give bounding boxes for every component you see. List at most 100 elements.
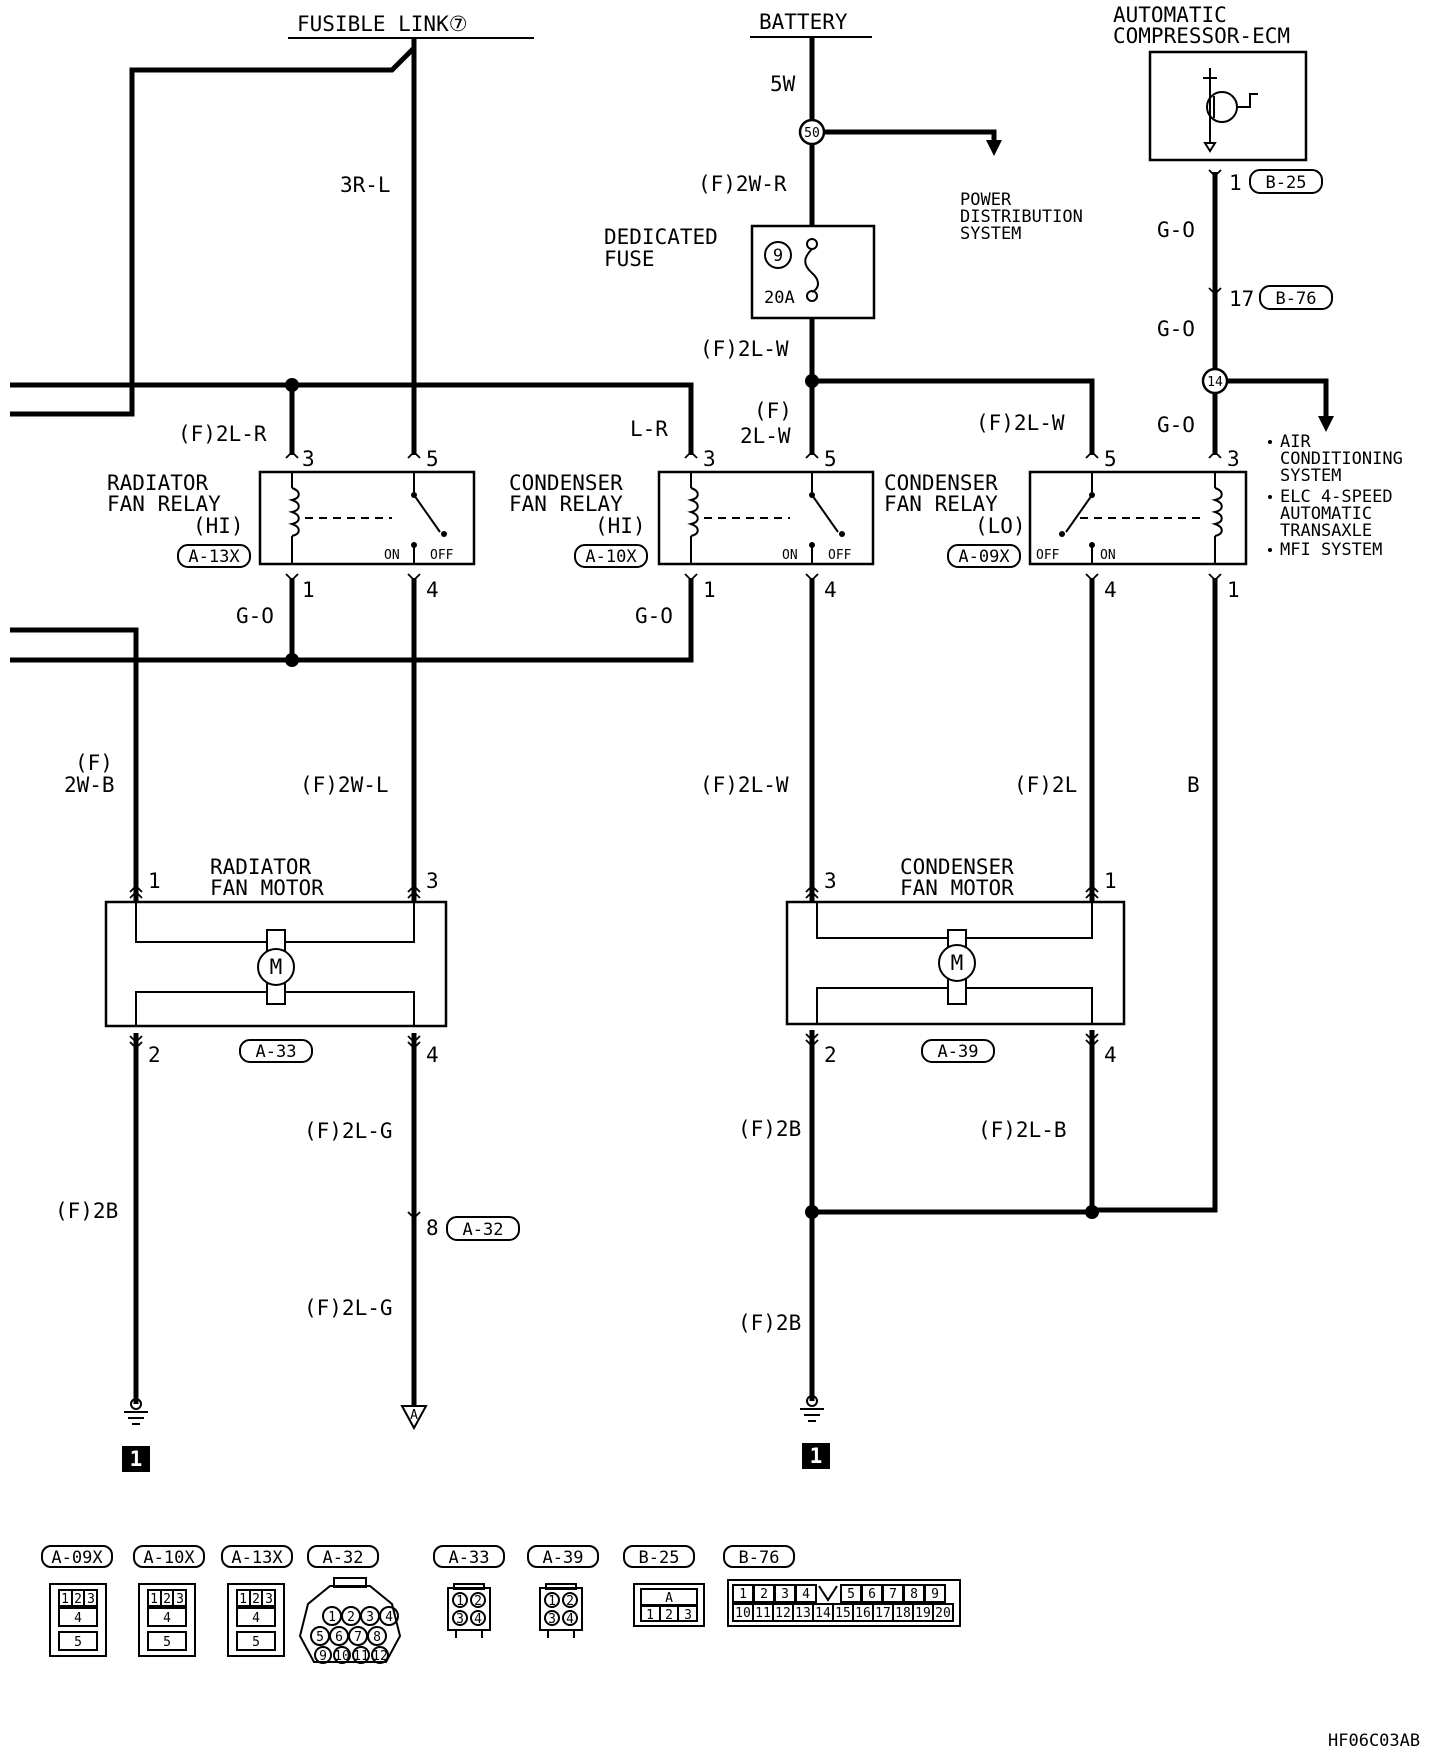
ground-right: 1 [800, 1395, 830, 1469]
b76-pin-label: 6 [868, 1587, 876, 1602]
svg-text:2: 2 [74, 1592, 82, 1607]
svg-text:FAN RELAY: FAN RELAY [107, 492, 221, 516]
svg-text:FAN RELAY: FAN RELAY [509, 492, 623, 516]
svg-text:3: 3 [1227, 447, 1240, 471]
connector-legend: A-09X A-10X A-13X A-32 A-33 A-39 B-25 B-… [41, 1545, 961, 1664]
b76-key-slot [818, 1585, 838, 1602]
svg-text:FAN RELAY: FAN RELAY [884, 492, 998, 516]
b76-pin-label: 9 [931, 1587, 939, 1602]
b76-pin-label: 20 [935, 1606, 951, 1621]
svg-text:(F)2L-G: (F)2L-G [304, 1296, 393, 1320]
svg-text:4: 4 [385, 1610, 393, 1625]
b76-pin-label: 12 [775, 1606, 791, 1621]
svg-text:G-O: G-O [1157, 317, 1195, 341]
pin-marks [129, 169, 1222, 1220]
svg-text:A-09X: A-09X [51, 1548, 103, 1568]
b76-pin-label: 13 [795, 1606, 811, 1621]
fusible-link-label: FUSIBLE LINK⑦ [297, 12, 468, 36]
svg-text:5: 5 [824, 447, 837, 471]
svg-text:OFF: OFF [430, 548, 454, 563]
svg-text:50: 50 [804, 126, 820, 141]
svg-text:OFF: OFF [1036, 548, 1060, 563]
connector-a10x: A-10X [585, 547, 637, 567]
condenser-fan-relay-hi: ON OFF CONDENSER FAN RELAY (HI) A-10X [509, 470, 875, 568]
svg-text:7: 7 [354, 1630, 362, 1645]
svg-text:5: 5 [1104, 447, 1117, 471]
svg-text:1: 1 [239, 1592, 247, 1607]
svg-text:AUTOMATIC: AUTOMATIC [1280, 504, 1372, 524]
ecm-label-2: COMPRESSOR-ECM [1113, 24, 1290, 48]
svg-text:1: 1 [456, 1594, 464, 1609]
svg-text:B-25: B-25 [639, 1548, 680, 1568]
svg-text:(F)2L-B: (F)2L-B [978, 1118, 1067, 1142]
connector-a33: A-33 [256, 1042, 297, 1062]
svg-text:(F): (F) [754, 399, 792, 423]
systems-note: AIR CONDITIONING SYSTEM ELC 4-SPEED AUTO… [1268, 432, 1403, 560]
connector-a39: A-39 [938, 1042, 979, 1062]
svg-text:1: 1 [1227, 578, 1240, 602]
connector-face-a09x: 1 2 3 4 5 [49, 1583, 107, 1657]
svg-text:(HI): (HI) [193, 514, 244, 538]
svg-text:1: 1 [130, 1447, 143, 1471]
connector-face-b25: A 1 2 3 [633, 1583, 705, 1627]
svg-text:10: 10 [334, 1649, 350, 1664]
svg-text:A-32: A-32 [323, 1548, 364, 1568]
b76-pin-label: 10 [735, 1606, 751, 1621]
svg-text:(F)2L-W: (F)2L-W [700, 337, 789, 361]
svg-text:3R-L: 3R-L [340, 173, 391, 197]
svg-text:CONDENSER: CONDENSER [900, 855, 1014, 879]
svg-text:4: 4 [824, 578, 837, 602]
b76-pin-label: 1 [739, 1587, 747, 1602]
svg-text:G-O: G-O [236, 604, 274, 628]
svg-text:4: 4 [426, 1043, 439, 1067]
svg-text:8: 8 [373, 1630, 381, 1645]
fuse-label-2: FUSE [604, 247, 655, 271]
svg-text:3: 3 [703, 447, 716, 471]
svg-text:4: 4 [1104, 1043, 1117, 1067]
radiator-fan-motor: RADIATOR FAN MOTOR M A-33 [104, 855, 448, 1063]
svg-text:A: A [410, 1408, 418, 1423]
wire-network [10, 37, 1334, 1406]
svg-text:4: 4 [426, 578, 439, 602]
svg-text:5: 5 [252, 1635, 260, 1650]
b76-pin-label: 7 [889, 1587, 897, 1602]
b76-pin-label: 2 [760, 1587, 768, 1602]
motor-symbol: M [951, 951, 964, 975]
svg-text:4: 4 [163, 1611, 171, 1626]
svg-text:POWER: POWER [960, 190, 1012, 210]
svg-text:(F)2L-W: (F)2L-W [976, 411, 1065, 435]
connector-face-a13x: 1 2 3 4 5 [227, 1583, 285, 1657]
svg-text:12: 12 [372, 1649, 388, 1664]
svg-text:ON: ON [1100, 548, 1116, 563]
b76-pin-label: 17 [875, 1606, 891, 1621]
radiator-fan-relay-hi: ON OFF RADIATOR FAN RELAY (HI) A-13X [107, 470, 476, 568]
svg-text:3: 3 [824, 869, 837, 893]
svg-text:1: 1 [150, 1592, 158, 1607]
ground-left: 1 [122, 1398, 150, 1472]
connector-references: B-25 B-76 A-32 [446, 169, 1333, 1241]
svg-text:5: 5 [316, 1630, 324, 1645]
connector-face-a39: 1 2 3 4 [539, 1583, 583, 1638]
wire-labels: 3R-L 5W (F)2W-R (F)2L-W (F)2L-R L-R (F) … [55, 72, 1200, 1335]
svg-text:CONDITIONING: CONDITIONING [1280, 449, 1403, 469]
svg-text:1: 1 [61, 1592, 69, 1607]
svg-text:RADIATOR: RADIATOR [210, 855, 312, 879]
svg-text:1: 1 [646, 1608, 654, 1623]
condenser-fan-motor: CONDENSER FAN MOTOR M A-39 [785, 855, 1126, 1063]
svg-text:FAN MOTOR: FAN MOTOR [900, 876, 1014, 900]
svg-text:2: 2 [148, 1043, 161, 1067]
svg-text:(F)2W-R: (F)2W-R [698, 172, 787, 196]
svg-text:3: 3 [684, 1608, 692, 1623]
svg-text:6: 6 [335, 1630, 343, 1645]
svg-text:3: 3 [456, 1612, 464, 1627]
svg-text:(F)2B: (F)2B [738, 1117, 801, 1141]
svg-text:4: 4 [74, 1611, 82, 1626]
fuse-label-1: DEDICATED [604, 225, 718, 249]
b76-pin-label: 18 [895, 1606, 911, 1621]
svg-text:(F)2B: (F)2B [55, 1199, 118, 1223]
svg-text:3: 3 [548, 1612, 556, 1627]
svg-text:1: 1 [1229, 171, 1242, 195]
b76-pin-cell [932, 1603, 954, 1622]
svg-text:1: 1 [328, 1610, 336, 1625]
